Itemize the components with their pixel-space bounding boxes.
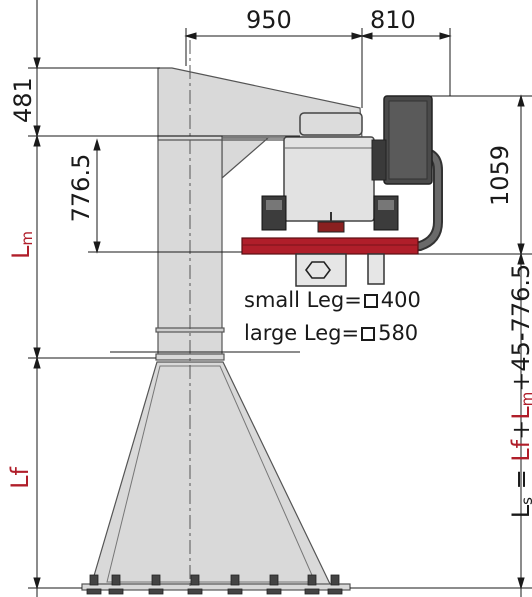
boom-bracket <box>221 137 270 180</box>
outlet-pipe <box>367 253 385 285</box>
lm-letter: L <box>7 245 35 259</box>
large-leg-note: large Leg= 580 <box>244 323 418 344</box>
large-leg-value: 580 <box>378 321 419 345</box>
ls-lm-subscript: m <box>518 392 532 407</box>
drive-cap <box>299 112 363 136</box>
square-icon <box>363 294 378 308</box>
dim-810-label: 810 <box>370 6 416 34</box>
ls-lf: Lf <box>507 439 532 462</box>
red-frame <box>241 237 419 255</box>
control-box <box>295 253 347 287</box>
lf-label: Lf <box>6 467 34 489</box>
ls-letter: L <box>507 505 532 518</box>
dim-776-label: 776.5 <box>67 153 95 223</box>
lm-subscript: m <box>18 231 36 246</box>
large-leg-label: large Leg= <box>244 321 360 345</box>
ls-formula: Ls = Lf+Lm+45-776.5 <box>507 236 532 546</box>
square-icon <box>361 327 376 341</box>
small-leg-value: 400 <box>380 288 421 312</box>
ls-equals: = <box>507 462 532 497</box>
dimension-lines <box>28 0 532 597</box>
dim-481-label: 481 <box>9 77 37 123</box>
ls-plus: + <box>507 420 532 440</box>
lm-label: Lm <box>7 221 36 269</box>
anchor-bolts <box>86 574 343 595</box>
base-plate <box>81 583 351 591</box>
dim-1059-label: 1059 <box>486 144 514 206</box>
drive-body <box>283 136 375 222</box>
ls-tail: +45-776.5 <box>507 263 532 392</box>
small-leg-label: small Leg= <box>244 288 362 312</box>
dim-950-label: 950 <box>246 6 292 34</box>
small-leg-note: small Leg= 400 <box>244 290 421 311</box>
ls-subscript: s <box>518 497 532 505</box>
base-pyramid <box>90 361 332 587</box>
drive-unit <box>241 95 443 287</box>
ls-lm-letter: L <box>507 406 532 419</box>
